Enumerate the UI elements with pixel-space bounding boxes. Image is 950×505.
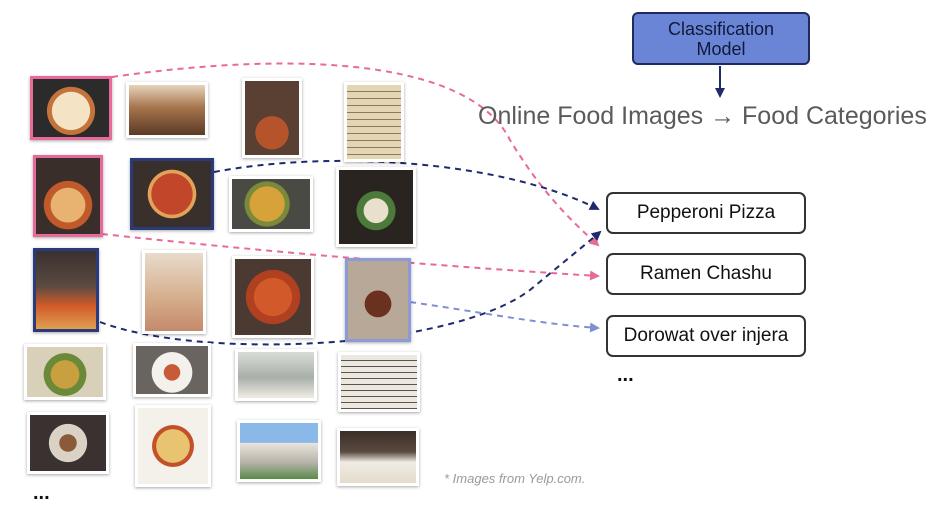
storefront-photo — [237, 420, 321, 482]
ramen-photo — [30, 76, 112, 140]
printed-menu-photo — [338, 352, 420, 412]
images-ellipsis: ... — [33, 482, 50, 504]
arrow-ramen-top-to-ramen-chashu — [111, 62, 600, 247]
arrow-dorowat-to-dorowat — [409, 301, 600, 333]
plated-dish-photo — [336, 167, 416, 247]
classification-model-label: Classification Model — [667, 18, 775, 59]
dessert-plate-photo — [133, 343, 211, 397]
soup-pot-photo — [242, 78, 302, 158]
image-credit: * Images from Yelp.com. — [444, 471, 586, 486]
arrow-pizza-to-pepperoni — [213, 159, 600, 210]
bowl-table-photo — [235, 349, 317, 401]
category-pepperoni-pizza: Pepperoni Pizza — [606, 192, 806, 234]
menu-board-photo — [344, 82, 404, 162]
fine-dining-plate-photo — [27, 412, 109, 474]
salad-plate-photo — [24, 344, 106, 400]
arrow-pizza-chef-to-pepperoni — [99, 230, 602, 346]
pizza-chef-photo — [33, 248, 99, 332]
pepperoni-pizza-photo — [130, 158, 214, 230]
restaurant-interior-photo — [126, 82, 208, 138]
ramen-chashu-photo — [33, 155, 103, 237]
categories-ellipsis: ... — [617, 364, 634, 386]
dorowat-photo — [345, 258, 411, 342]
task-headline: Online Food Images → Food Categories — [478, 102, 927, 130]
child-eating-photo — [142, 250, 206, 334]
category-ramen-chashu: Ramen Chashu — [606, 253, 806, 295]
curry-dish-photo — [229, 176, 313, 232]
dumplings-photo — [337, 428, 419, 486]
classification-model-box: Classification Model — [632, 12, 810, 65]
pasta-photo — [135, 405, 211, 487]
category-dorowat-over-injera: Dorowat over injera — [606, 315, 806, 357]
crab-platter-photo — [232, 256, 314, 338]
